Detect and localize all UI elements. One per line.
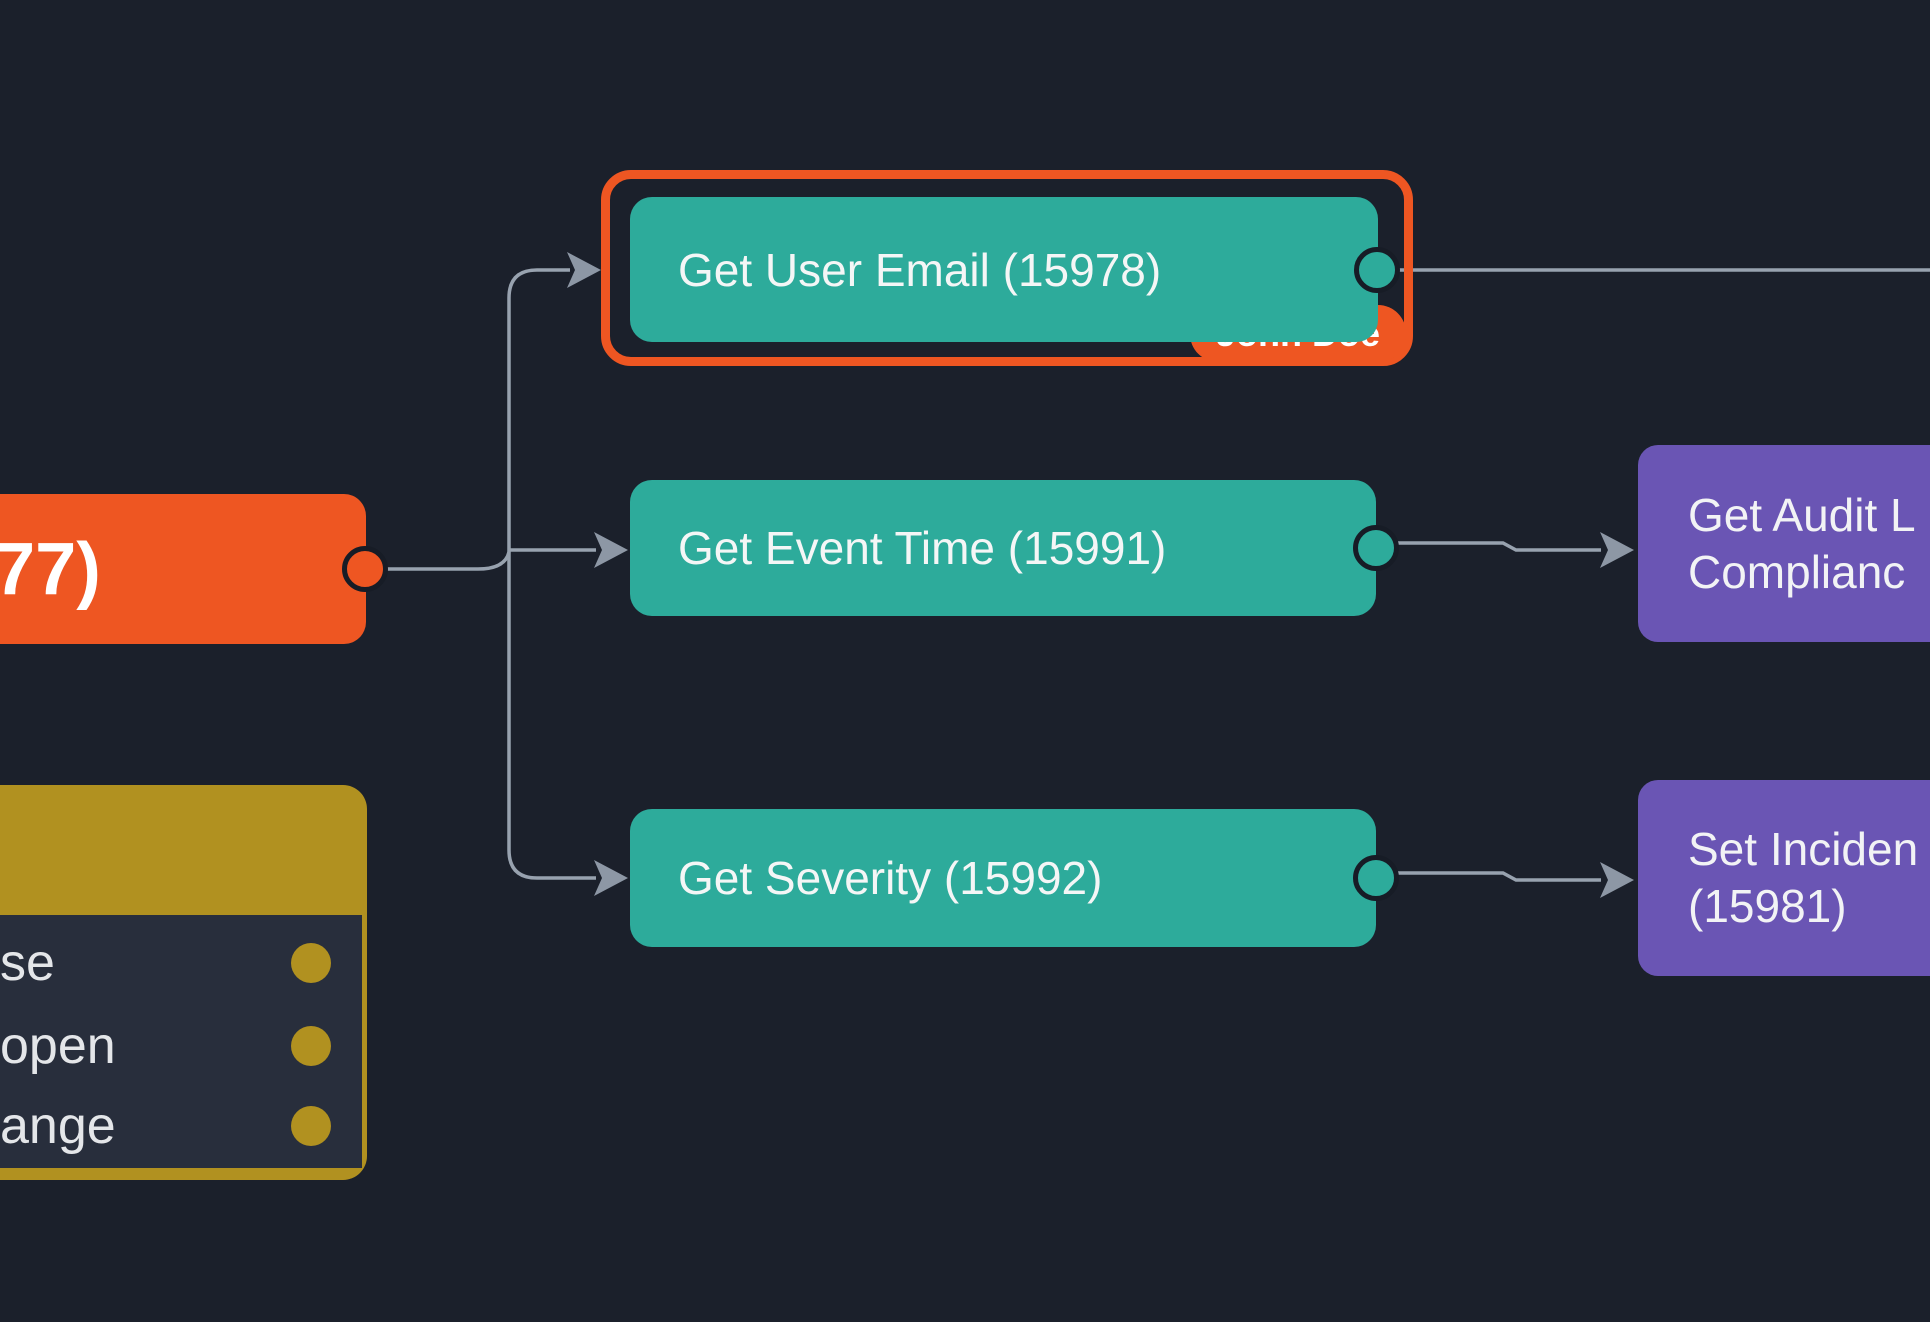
arrowhead-icon	[594, 860, 628, 896]
node-get-event-time[interactable]: Get Event Time (15991)	[630, 480, 1376, 616]
selection-outline: Get User Email (15978) John Doe	[601, 170, 1413, 366]
node-label: Get User Email (15978)	[678, 243, 1162, 296]
node-label-line2: Complianc	[1688, 545, 1906, 598]
switch-branch-list: se open ange	[0, 915, 362, 1168]
node-label: Get Event Time (15991)	[678, 522, 1167, 574]
branch-label: se	[0, 934, 55, 992]
node-label: Get Severity (15992)	[678, 852, 1103, 904]
output-port-source[interactable]	[342, 546, 388, 592]
arrowhead-icon	[1600, 862, 1634, 898]
branch-output-port[interactable]	[291, 1026, 331, 1066]
branch-output-port[interactable]	[291, 943, 331, 983]
branch-output-port[interactable]	[291, 1106, 331, 1146]
node-get-audit[interactable]: Get Audit L Complianc	[1638, 445, 1930, 642]
connector-event-to-audit	[1382, 541, 1601, 552]
node-get-severity[interactable]: Get Severity (15992)	[630, 809, 1376, 947]
connector-severity-to-incident	[1382, 871, 1601, 882]
output-port-get-user-email[interactable]	[1354, 247, 1400, 293]
branch-label: open	[0, 1017, 116, 1075]
node-get-user-email[interactable]: Get User Email (15978)	[630, 197, 1378, 342]
node-label-line2: (15981)	[1688, 880, 1847, 932]
node-label: 77)	[0, 527, 101, 611]
node-label-line1: Get Audit L	[1688, 488, 1916, 541]
node-set-incident[interactable]: Set Inciden (15981)	[1638, 780, 1930, 976]
connector-source-in	[370, 551, 511, 571]
arrowhead-icon	[1600, 532, 1634, 568]
node-switch[interactable]: se open ange	[0, 785, 367, 1180]
output-port-get-severity[interactable]	[1353, 855, 1399, 901]
connector-branch-trunk	[507, 268, 596, 880]
output-port-get-event-time[interactable]	[1353, 525, 1399, 571]
node-source[interactable]: 77)	[0, 494, 366, 644]
arrowhead-icon	[594, 532, 628, 568]
arrowhead-icon	[567, 252, 601, 288]
node-label-line1: Set Inciden	[1688, 823, 1919, 875]
branch-label: ange	[0, 1097, 116, 1155]
